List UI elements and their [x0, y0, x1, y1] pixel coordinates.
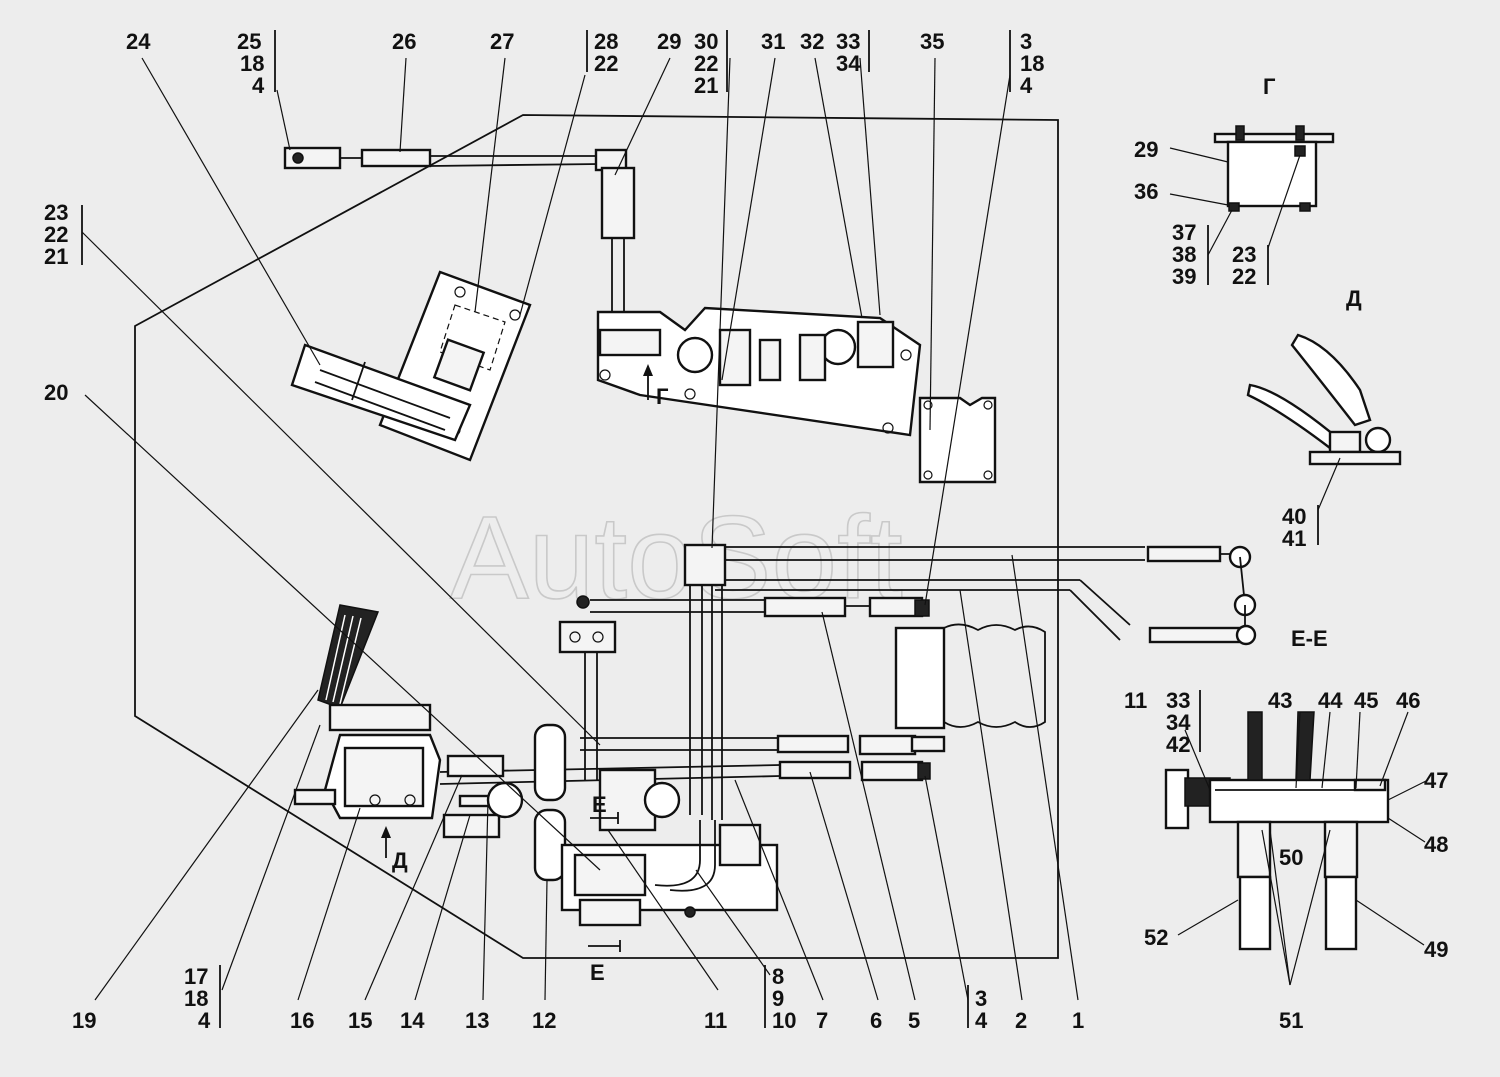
bracket-16: [293, 733, 442, 820]
callout-34b: 34: [1166, 710, 1191, 735]
callout-30: 30: [694, 29, 718, 54]
callout-21: 21: [694, 73, 718, 98]
callout-7: 7: [816, 1008, 828, 1033]
bracket-24: [290, 343, 472, 442]
callout-23: 23: [44, 200, 68, 225]
svg-text:Е: Е: [592, 792, 607, 817]
callout-16: 16: [290, 1008, 314, 1033]
callout-18: 18: [240, 51, 264, 76]
callout-23b: 23: [1232, 242, 1256, 267]
callout-40: 40: [1282, 504, 1306, 529]
callout-11b: 11: [1124, 688, 1147, 713]
callout-28: 28: [594, 29, 618, 54]
callout-10: 10: [772, 1008, 796, 1033]
callout-1: 1: [1072, 1008, 1084, 1033]
callout-4b: 4: [1020, 73, 1033, 98]
callout-45: 45: [1354, 688, 1378, 713]
shafts-6-7: [439, 734, 946, 785]
callout-22b: 22: [694, 51, 718, 76]
callout-48: 48: [1424, 832, 1448, 857]
callout-18b: 18: [1020, 51, 1044, 76]
svg-text:Е: Е: [590, 960, 605, 985]
callout-29b: 29: [1134, 137, 1158, 162]
callout-42: 42: [1166, 732, 1190, 757]
callout-22d: 22: [1232, 264, 1256, 289]
callout-14: 14: [400, 1008, 425, 1033]
callout-35: 35: [920, 29, 944, 54]
callout-4c: 4: [198, 1008, 211, 1033]
callout-6: 6: [870, 1008, 882, 1033]
callout-52: 52: [1144, 925, 1168, 950]
callout-26: 26: [392, 29, 416, 54]
callout-22c: 22: [44, 222, 68, 247]
callout-4d: 4: [975, 1008, 988, 1033]
callout-33b: 33: [1166, 688, 1190, 713]
callout-3: 3: [1020, 29, 1032, 54]
callout-8: 8: [772, 964, 784, 989]
callout-5: 5: [908, 1008, 920, 1033]
callout-32: 32: [800, 29, 824, 54]
callout-2: 2: [1015, 1008, 1027, 1033]
callout-29: 29: [657, 29, 681, 54]
view-d: Д: [1246, 286, 1402, 511]
callout-9: 9: [772, 986, 784, 1011]
svg-text:Г: Г: [656, 384, 669, 409]
vertical-column: [558, 543, 727, 820]
rods-1-2: [705, 545, 1257, 646]
callout-3b: 3: [975, 986, 987, 1011]
svg-text:Е-Е: Е-Е: [1291, 626, 1328, 651]
callout-43: 43: [1268, 688, 1292, 713]
callout-4: 4: [252, 73, 265, 98]
callout-13: 13: [465, 1008, 489, 1033]
rods-3-5: [576, 595, 930, 618]
callout-39: 39: [1172, 264, 1196, 289]
callout-17: 17: [184, 964, 208, 989]
callout-44: 44: [1318, 688, 1343, 713]
callout-38: 38: [1172, 242, 1196, 267]
callout-19: 19: [72, 1008, 96, 1033]
callout-15: 15: [348, 1008, 372, 1033]
callout-12: 12: [532, 1008, 556, 1033]
bellows-boot: [894, 623, 1046, 730]
callout-brackets: [81, 30, 1319, 1028]
callout-11: 11: [704, 1008, 727, 1033]
control-panel: [596, 306, 922, 437]
callout-22: 22: [594, 51, 618, 76]
callout-47: 47: [1424, 768, 1448, 793]
arrow-g: Г: [643, 364, 669, 409]
pedal-19: [317, 604, 432, 732]
svg-text:Д: Д: [392, 848, 408, 873]
mechanism-8-11: [560, 768, 779, 927]
callout-33: 33: [836, 29, 860, 54]
callout-34: 34: [836, 51, 861, 76]
callout-36: 36: [1134, 179, 1158, 204]
plate-35: [918, 396, 997, 484]
callout-20: 20: [44, 380, 68, 405]
callout-27: 27: [490, 29, 514, 54]
callout-21b: 21: [44, 244, 68, 269]
callout-18c: 18: [184, 986, 208, 1011]
view-g: Г: [1169, 74, 1335, 256]
section-marker-e-lower: Е: [588, 940, 621, 985]
callout-37: 37: [1172, 220, 1196, 245]
blocks-13-15: [442, 754, 524, 839]
callout-51: 51: [1279, 1008, 1303, 1033]
callout-50: 50: [1279, 845, 1303, 870]
leader-lines: [81, 57, 1079, 1001]
svg-text:Г: Г: [1263, 74, 1276, 99]
main-view-frame: [134, 114, 1059, 959]
section-marker-e-upper: Е: [590, 792, 619, 824]
callout-31: 31: [761, 29, 785, 54]
callout-25: 25: [237, 29, 261, 54]
callout-46: 46: [1396, 688, 1420, 713]
callout-24: 24: [126, 29, 151, 54]
cylinder-12: [533, 723, 567, 882]
svg-text:Д: Д: [1346, 286, 1362, 311]
callout-49: 49: [1424, 937, 1448, 962]
callout-41: 41: [1282, 526, 1306, 551]
section-e-e: Е-Е: [1164, 626, 1429, 986]
arrow-d: Д: [381, 826, 408, 873]
